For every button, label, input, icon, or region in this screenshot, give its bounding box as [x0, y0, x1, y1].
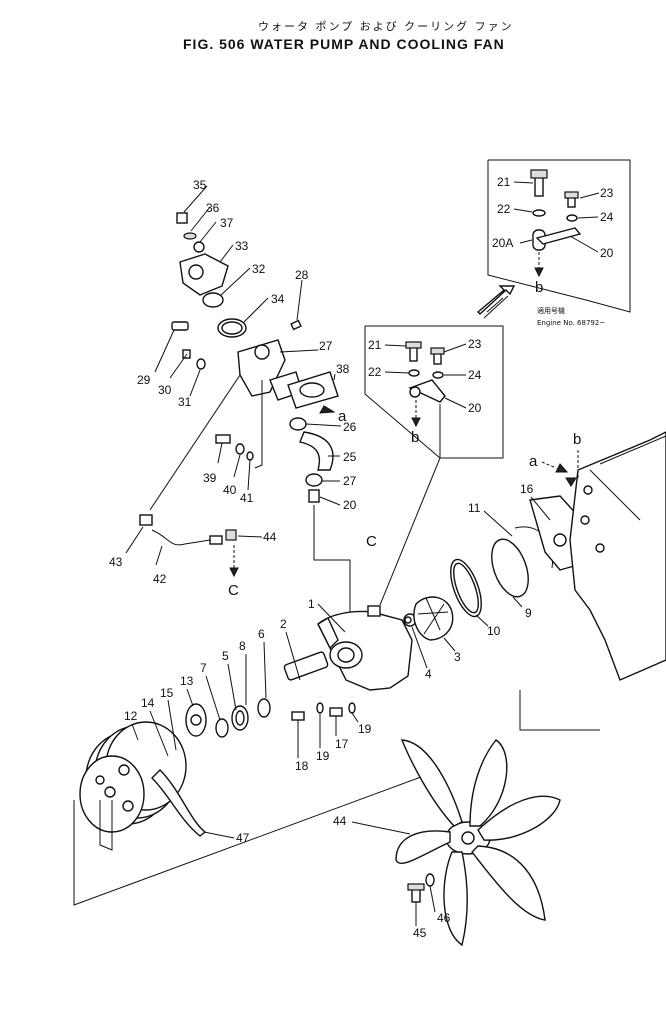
callout-12: 12 [124, 709, 138, 723]
callout-15: 15 [160, 686, 174, 700]
arrow-a-top [319, 405, 336, 414]
callout-6: 6 [258, 627, 265, 641]
callout-18: 18 [295, 759, 309, 773]
callout-9: 9 [525, 606, 532, 620]
callout-21-bracket: 21 [368, 338, 382, 352]
view-ref-a-top: a [338, 408, 347, 425]
callout-20A: 20A [492, 236, 513, 250]
callout-20-top: 20 [600, 246, 614, 260]
callout-44-left: 43 [109, 555, 123, 569]
callout-46: 45 [413, 926, 427, 940]
callout-13: 13 [180, 674, 194, 688]
detail-top-parts [530, 169, 582, 278]
view-ref-b-top: b [535, 279, 543, 296]
callout-31: 30 [158, 383, 172, 397]
callout-43: 42 [153, 572, 167, 586]
thermostat-housing-group [171, 212, 339, 503]
callout-2: 2 [280, 617, 287, 631]
water-pump [167, 495, 601, 763]
callout-30: 29 [137, 373, 151, 387]
view-ref-c-pump: C [366, 533, 377, 550]
callout-25: 20 [343, 498, 357, 512]
callout-19a: 19 [316, 749, 330, 763]
callout-24-bracket: 24 [468, 368, 482, 382]
callout-27b: 27 [343, 474, 357, 488]
callout-26: 25 [343, 450, 357, 464]
callout-38: 37 [220, 216, 234, 230]
callout-3: 3 [454, 650, 461, 664]
callout-24-top: 24 [600, 210, 614, 224]
callout-19b: 19 [358, 722, 372, 736]
fan-pulley [73, 721, 441, 906]
callout-23-bracket: 23 [468, 337, 482, 351]
callout-39: 38 [336, 362, 350, 376]
callout-4: 4 [425, 667, 432, 681]
callout-45: 44 [333, 814, 347, 828]
thermostat-leader-lines [149, 185, 351, 630]
serial-note-line1: 適用号機 [537, 306, 565, 315]
view-ref-b-engine: b [573, 431, 581, 448]
figure-title: FIG. 506 WATER PUMP AND COOLING FAN [183, 36, 505, 52]
callout-35: 34 [271, 292, 285, 306]
callout-28: 27 [319, 339, 333, 353]
callout-5: 5 [222, 649, 229, 663]
callout-48: 47 [236, 831, 250, 845]
callout-29: 28 [295, 268, 309, 282]
callout-17: 17 [335, 737, 349, 751]
callout-32: 31 [178, 395, 192, 409]
callout-20-bracket: 20 [468, 401, 482, 415]
callout-47: 46 [437, 911, 451, 925]
view-ref-c-sensor: C [228, 582, 239, 599]
callout-27a: 26 [343, 420, 357, 434]
callout-8: 8 [239, 639, 246, 653]
view-ref-b-bracket: b [411, 429, 419, 446]
serial-arrow [476, 285, 516, 319]
figure-title-japanese: ウォータ ポンプ および クーリング ファン [258, 20, 514, 33]
callout-7: 7 [200, 661, 207, 675]
callout-11: 11 [468, 501, 481, 515]
engine-block [519, 431, 666, 731]
callout-34: 33 [235, 239, 249, 253]
detail-box-top [487, 159, 631, 313]
cooling-fan [395, 739, 561, 947]
callout-21-top: 21 [497, 175, 511, 189]
callout-14: 14 [141, 696, 155, 710]
callout-42: 41 [240, 491, 254, 505]
bracket-parts [379, 341, 446, 606]
callout-37: 36 [206, 201, 220, 215]
callout-labels: 35 36 37 33 32 28 34 27 38 29 30 31 a 26… [109, 175, 614, 940]
callout-33: 32 [252, 262, 266, 276]
callout-44-right: 44 [263, 530, 277, 544]
callout-41: 40 [223, 483, 237, 497]
callout-22-bracket: 22 [368, 365, 382, 379]
serial-note-line2: Engine No. 68792~ [537, 319, 605, 327]
callout-10: 10 [487, 624, 501, 638]
callout-36: 35 [193, 178, 207, 192]
view-ref-a-engine: a [529, 453, 538, 470]
callout-1: 1 [308, 597, 315, 611]
callout-23-top: 23 [600, 186, 614, 200]
callout-22-top: 22 [497, 202, 511, 216]
callout-40: 39 [203, 471, 217, 485]
sensor-harness [125, 514, 263, 578]
detail-box-bracket [364, 325, 504, 459]
callout-16: 16 [520, 482, 534, 496]
